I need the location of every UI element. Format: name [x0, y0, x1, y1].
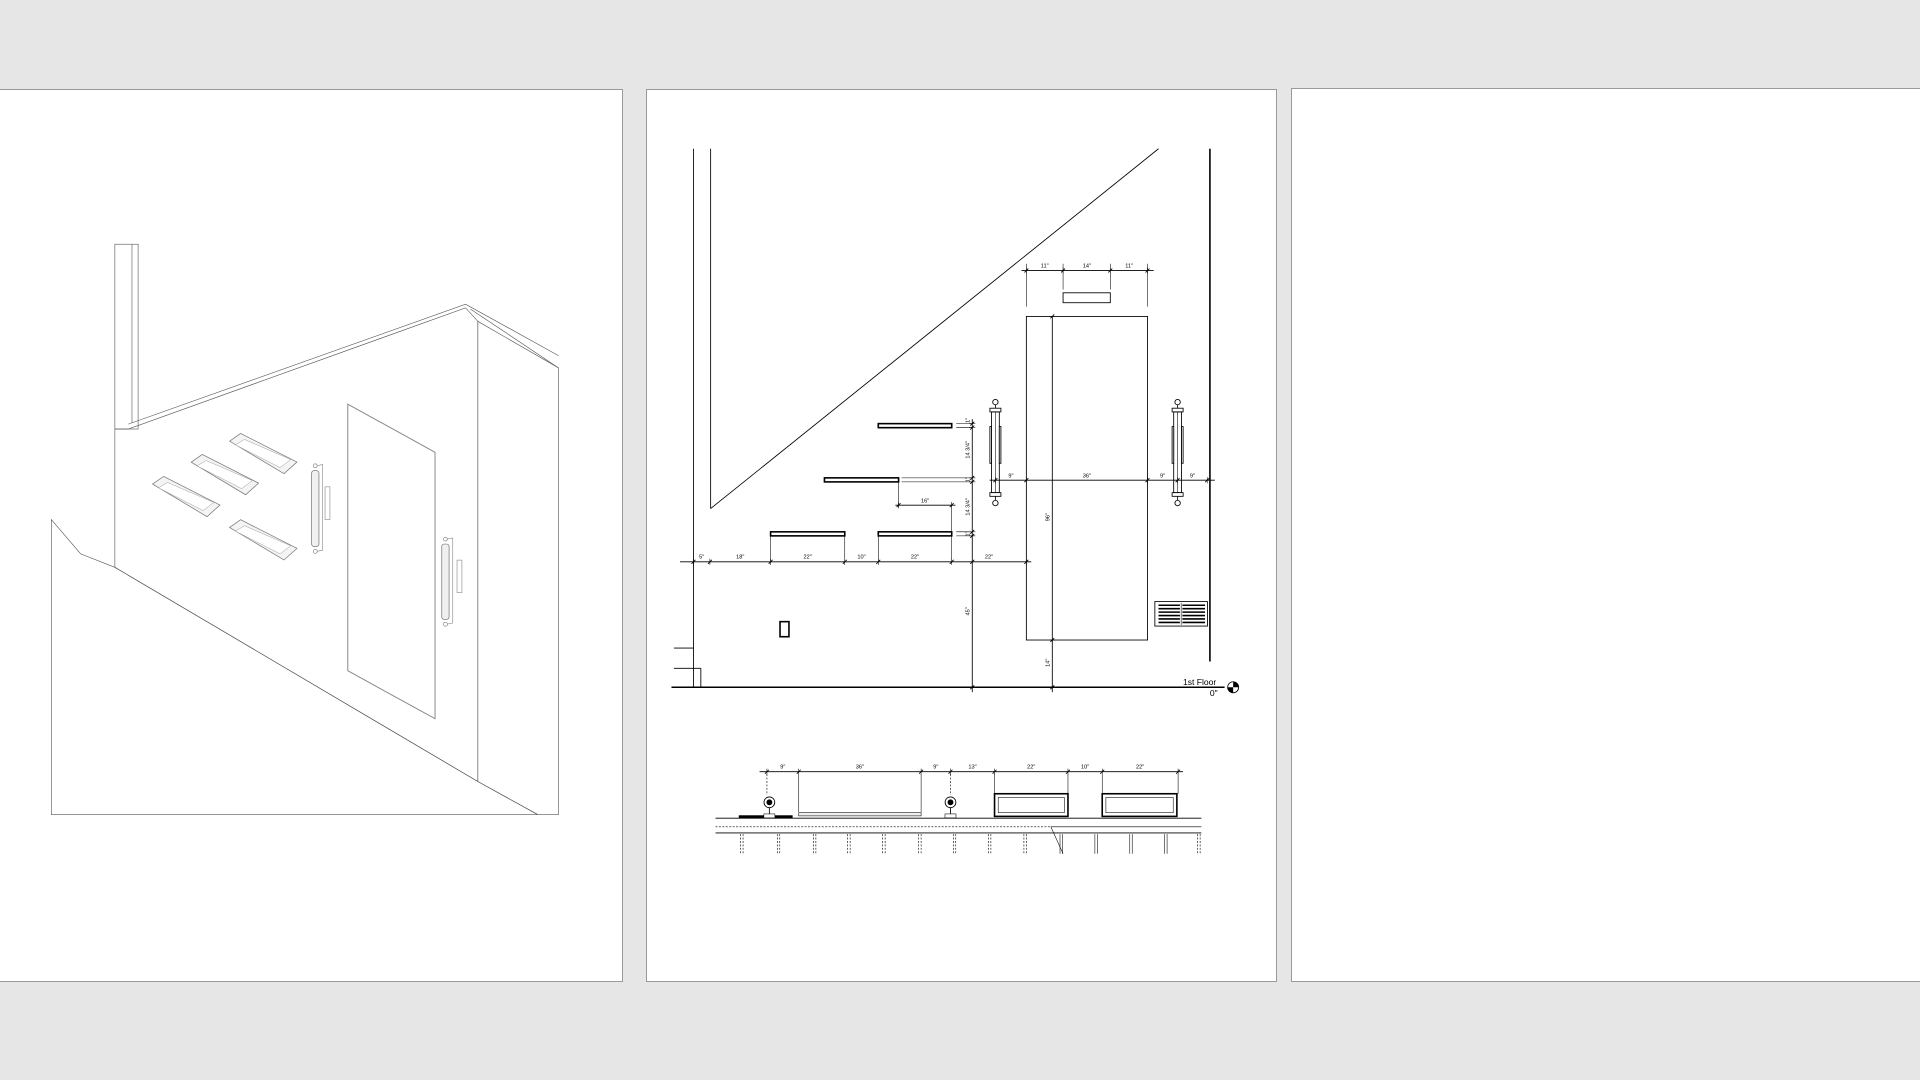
mezuzah-icon — [989, 398, 1002, 507]
dim-label: 9" — [1008, 473, 1013, 479]
wall-top-edge — [128, 303, 559, 425]
dim-label: 14 3/4" — [965, 498, 971, 516]
iso-shelf — [228, 519, 298, 561]
transom-window — [1062, 292, 1111, 304]
dim-label: 11" — [1125, 263, 1133, 269]
dim-label: 11" — [1041, 263, 1049, 269]
mezuzah-icon — [441, 536, 463, 627]
dimension-vertical: 1" 14 3/4" 1" 14 3/4" 1" 45" 96" 14" — [965, 314, 1056, 693]
isometric-drawing — [51, 243, 559, 815]
dim-label: 9" — [780, 765, 785, 771]
shelves — [769, 422, 973, 537]
vent-grille — [1154, 601, 1208, 627]
wall-post — [114, 243, 139, 430]
elevation-drawing: 11" 14" 11" 5" 18" 22" 10" 22" 22" 9" 36" 9" 9" 16" 1"… — [671, 148, 1240, 854]
back-wall — [114, 307, 479, 783]
sheet-isometric-view[interactable] — [0, 89, 623, 982]
stair-foreground — [51, 518, 538, 815]
iso-shelf — [151, 475, 221, 518]
door-panel — [347, 403, 436, 720]
plan-view: 9" 36" 9" 13" 22" 10" 22" — [715, 765, 1202, 854]
dim-label: 18" — [736, 555, 744, 561]
dim-label: 14" — [1083, 263, 1091, 269]
dim-label: 14 3/4" — [965, 441, 971, 459]
dim-label: 10" — [1081, 765, 1089, 771]
dim-label: 45" — [965, 607, 971, 615]
dim-label: 10" — [857, 555, 865, 561]
dim-label: 1" — [965, 531, 971, 536]
dim-label: 1" — [965, 477, 971, 482]
elevation-drawing: 11"14"11"5"18"22"10"22"22"9"36"9"9"16"1"… — [1292, 89, 1920, 981]
dim-label: 13" — [968, 765, 976, 771]
dim-label: 96" — [1046, 513, 1052, 521]
dim-label: 9" — [1160, 473, 1165, 479]
dimension-shelf-gap: 16" — [895, 481, 956, 532]
dim-label: 22" — [804, 555, 812, 561]
dimension-top: 11" 14" 11" — [1021, 263, 1154, 307]
sheet-elevation-plan-1[interactable]: 11" 14" 11" 5" 18" 22" 10" 22" 22" 9" 36" 9" 9" 16" 1"… — [646, 89, 1277, 982]
iso-shelf — [190, 454, 260, 496]
dim-label: 1" — [965, 418, 971, 423]
sheet-elevation-plan-2[interactable]: 11"14"11"5"18"22"10"22"22"9"36"9"9"16"1"… — [1291, 88, 1920, 982]
dimension-door-width: 9" 36" 9" 9" — [989, 473, 1215, 484]
iso-shelf — [228, 432, 298, 475]
dim-label: 22" — [985, 555, 993, 561]
dim-label: 22" — [1027, 765, 1035, 771]
mezuzah-icon — [1171, 398, 1184, 507]
side-wall — [477, 320, 559, 815]
dim-label: 36" — [1083, 473, 1091, 479]
dim-label: 14" — [1046, 659, 1052, 667]
mezuzah-icon — [311, 463, 331, 554]
dim-label: 9" — [933, 765, 938, 771]
mezuzah-icon — [311, 463, 463, 627]
dim-label: 36" — [856, 765, 864, 771]
dimension-base: 5" 18" 22" 10" 22" 22" — [680, 535, 1032, 565]
dim-label: 9" — [1190, 473, 1195, 479]
level-name: 1st Floor — [1183, 677, 1216, 687]
mezuzah-plan-icon — [763, 796, 776, 819]
dim-label: 5" — [699, 555, 704, 561]
dim-label: 22" — [1136, 765, 1144, 771]
outlet-icon — [779, 620, 790, 638]
dim-label: 22" — [911, 555, 919, 561]
shelves — [151, 432, 298, 561]
level-elevation: 0" — [1210, 688, 1218, 698]
dim-label: 16" — [921, 498, 929, 504]
walls — [671, 148, 1225, 689]
mezuzah-plan-icon — [944, 796, 957, 819]
